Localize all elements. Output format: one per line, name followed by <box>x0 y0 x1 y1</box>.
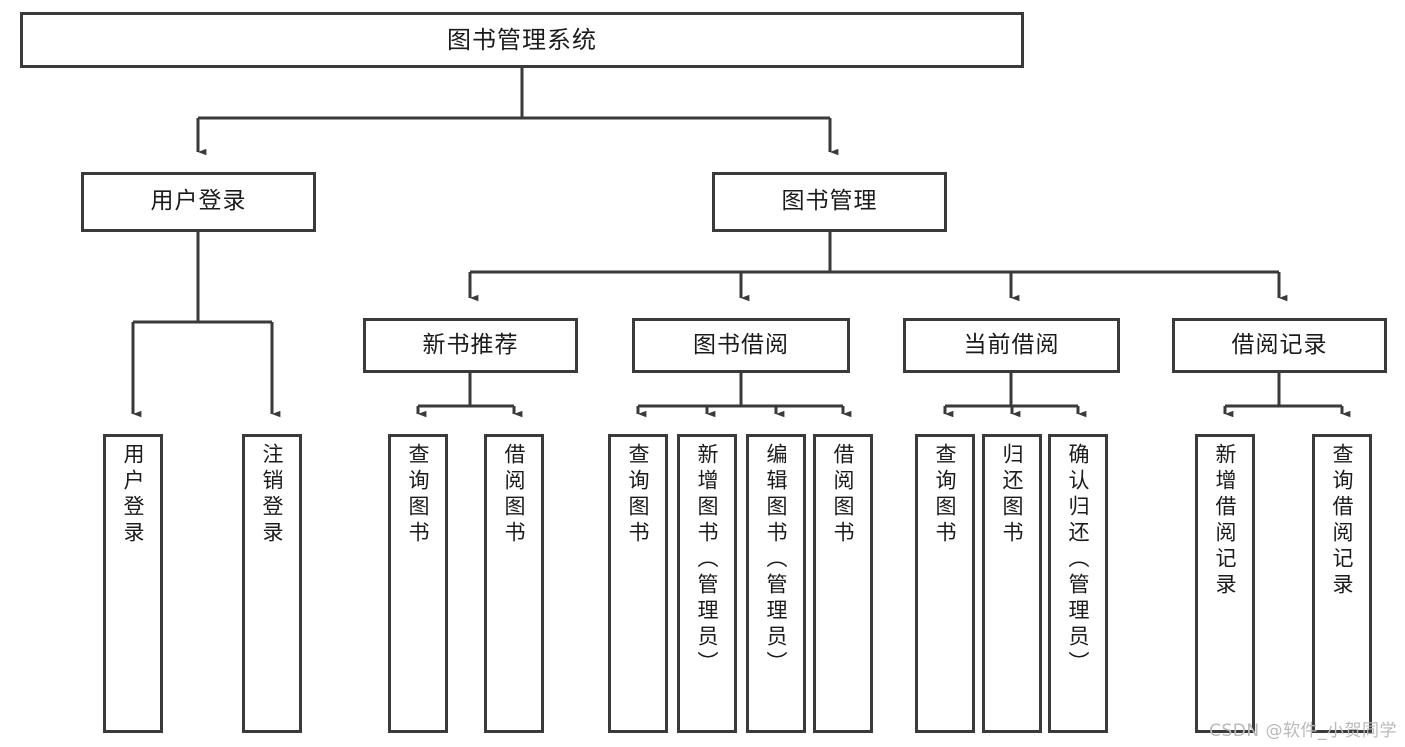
leaf-bb-edit-book-admin-label: 编辑图书（管理员） <box>764 443 789 677</box>
leaf-bb-add-book-admin[interactable]: 新增图书（管理员） <box>677 434 737 733</box>
leaf-cb-confirm-return-admin[interactable]: 确认归还（管理员） <box>1048 434 1108 733</box>
leaf-bb-edit-book-admin[interactable]: 编辑图书（管理员） <box>746 434 806 733</box>
leaf-bb-query-book-label: 查询图书 <box>626 443 651 547</box>
leaf-cb-query-book-label: 查询图书 <box>933 443 958 547</box>
leaf-br-query-record[interactable]: 查询借阅记录 <box>1312 434 1372 733</box>
node-current-borrow-label: 当前借阅 <box>963 331 1060 358</box>
leaf-cb-return-book-label: 归还图书 <box>1000 443 1025 547</box>
node-current-borrow[interactable]: 当前借阅 <box>903 318 1120 373</box>
leaf-cb-confirm-return-admin-label: 确认归还（管理员） <box>1066 443 1091 677</box>
leaf-br-add-record[interactable]: 新增借阅记录 <box>1195 434 1255 733</box>
leaf-nbr-query-book-label: 查询图书 <box>406 443 431 547</box>
node-borrow-record-label: 借阅记录 <box>1231 331 1328 358</box>
leaf-user-login[interactable]: 用户登录 <box>103 434 163 733</box>
leaf-bb-query-book[interactable]: 查询图书 <box>608 434 668 733</box>
leaf-nbr-borrow-book-label: 借阅图书 <box>502 443 527 547</box>
node-borrow-record[interactable]: 借阅记录 <box>1172 318 1387 373</box>
leaf-cb-return-book[interactable]: 归还图书 <box>982 434 1042 733</box>
node-new-book-recommend[interactable]: 新书推荐 <box>363 318 578 373</box>
leaf-nbr-query-book[interactable]: 查询图书 <box>388 434 448 733</box>
node-book-borrow-label: 图书借阅 <box>693 331 789 358</box>
leaf-br-add-record-label: 新增借阅记录 <box>1213 443 1238 599</box>
leaf-bb-add-book-admin-label: 新增图书（管理员） <box>695 443 720 677</box>
leaf-nbr-borrow-book[interactable]: 借阅图书 <box>484 434 544 733</box>
leaf-bb-borrow-book[interactable]: 借阅图书 <box>813 434 873 733</box>
node-root-label: 图书管理系统 <box>447 25 597 54</box>
leaf-cb-query-book[interactable]: 查询图书 <box>915 434 975 733</box>
node-book-borrow[interactable]: 图书借阅 <box>632 318 850 373</box>
leaf-user-login-label: 用户登录 <box>121 443 146 547</box>
node-book-manage[interactable]: 图书管理 <box>712 172 947 232</box>
node-book-manage-label: 图书管理 <box>781 188 878 215</box>
leaf-logout[interactable]: 注销登录 <box>242 434 302 733</box>
leaf-logout-label: 注销登录 <box>260 443 285 547</box>
node-new-book-recommend-label: 新书推荐 <box>422 331 519 358</box>
node-root[interactable]: 图书管理系统 <box>20 12 1024 68</box>
leaf-br-query-record-label: 查询借阅记录 <box>1330 443 1355 599</box>
watermark: CSDN @软件_小贺同学 <box>1209 721 1397 741</box>
leaf-bb-borrow-book-label: 借阅图书 <box>831 443 856 547</box>
node-user-login[interactable]: 用户登录 <box>81 172 316 232</box>
node-user-login-label: 用户登录 <box>150 188 247 215</box>
